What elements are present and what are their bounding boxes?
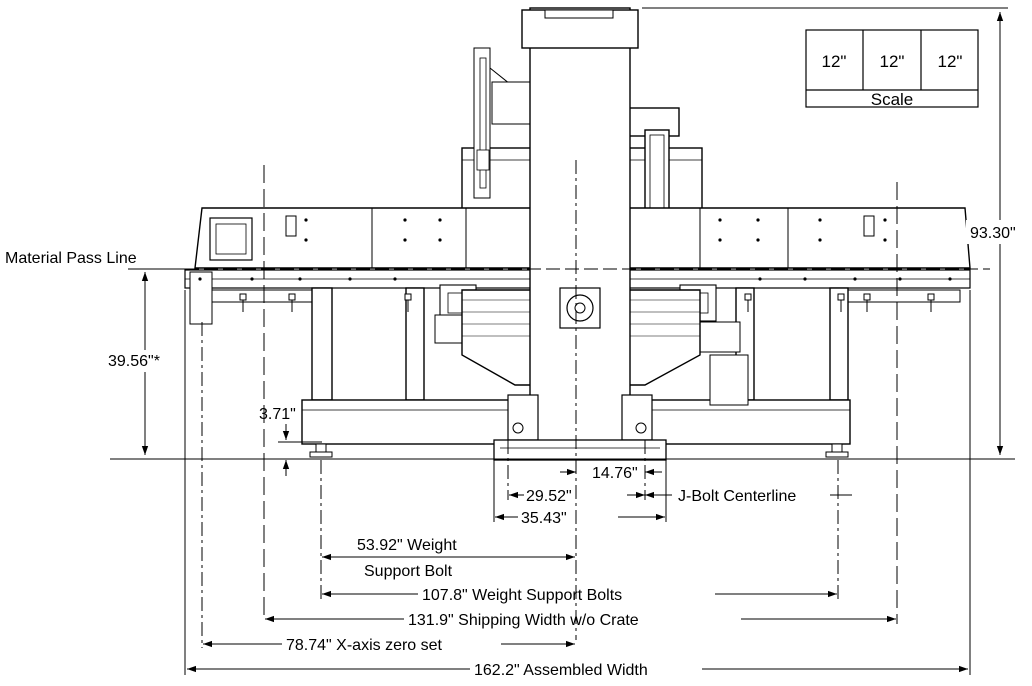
overall-height-label: 93.30" (970, 225, 1016, 242)
rivet-dots (198, 218, 952, 281)
base-width-label: 35.43" (521, 510, 567, 527)
scale-cell-3: 12" (938, 52, 963, 71)
material-pass-line-label: Material Pass Line (5, 250, 137, 267)
x-axis-zero-label: 78.74" X-axis zero set (286, 637, 443, 654)
scale-box (805, 29, 979, 108)
scale-cell-2: 12" (880, 52, 905, 71)
shipping-width-label: 131.9" Shipping Width w/o Crate (408, 612, 639, 629)
assembled-width-label: 162.2" Assembled Width (474, 662, 648, 679)
weight-support-bolt-label-line2: Support Bolt (364, 563, 453, 580)
bolt-pins (239, 293, 935, 312)
foot-height-label: 3.71" (259, 406, 296, 423)
scale-cell-1: 12" (822, 52, 847, 71)
pass-line-height-label: 39.56"* (108, 353, 160, 370)
jbolt-spacing-label: 29.52" (526, 488, 572, 505)
half-jbolt-label: 14.76" (592, 465, 638, 482)
weight-support-bolt-label-line1: 53.92" Weight (357, 537, 457, 554)
dimension-lines (110, 7, 1015, 675)
jbolt-centerline-label: J-Bolt Centerline (678, 488, 796, 505)
scale-label: Scale (871, 90, 914, 109)
weight-support-bolts-label: 107.8" Weight Support Bolts (422, 587, 622, 604)
